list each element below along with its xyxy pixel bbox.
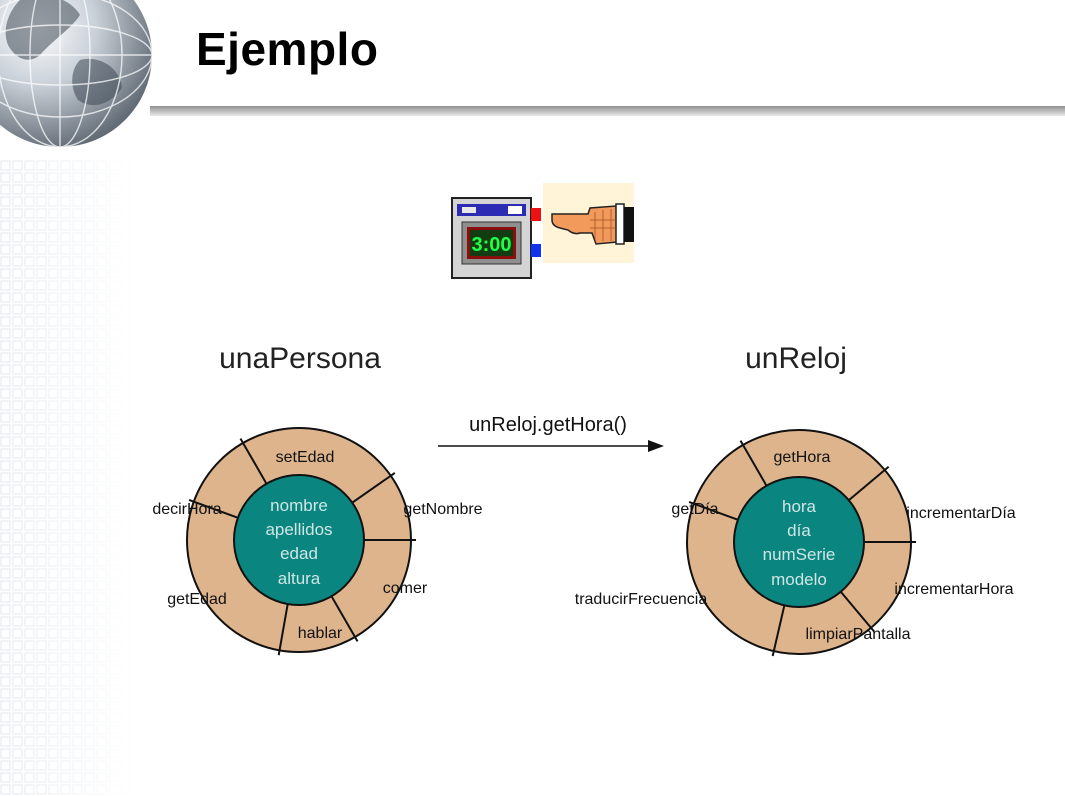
method-divider bbox=[688, 501, 741, 522]
attribute-label: edad bbox=[280, 544, 318, 563]
object-name-unaPersona: unaPersona bbox=[219, 342, 381, 375]
method-label: getNombre bbox=[403, 501, 482, 518]
attribute-label: altura bbox=[278, 569, 321, 588]
method-label: decirHora bbox=[152, 501, 221, 518]
method-divider bbox=[838, 589, 875, 633]
method-divider bbox=[771, 603, 786, 657]
attribute-label: modelo bbox=[771, 570, 827, 589]
method-divider bbox=[239, 438, 269, 486]
method-divider bbox=[846, 466, 890, 503]
method-label: getHora bbox=[774, 449, 831, 466]
method-divider bbox=[350, 472, 396, 505]
attribute-label: nombre bbox=[270, 496, 328, 515]
method-divider bbox=[277, 601, 290, 656]
pointing-hand-icon bbox=[543, 183, 634, 263]
method-label: limpiarPantalla bbox=[806, 626, 911, 643]
object-diagram-unReloj: hora día numSerie modelo getHora incrementarD… bbox=[575, 429, 1016, 657]
title-underline-bar bbox=[150, 106, 1065, 116]
slide-title: Ejemplo bbox=[196, 23, 379, 75]
method-divider bbox=[329, 594, 359, 642]
globe-icon bbox=[0, 0, 153, 148]
grid-decoration bbox=[0, 160, 135, 796]
method-label: incrementarHora bbox=[894, 581, 1013, 598]
clock-time-label: 3:00 bbox=[471, 234, 511, 256]
method-label: incrementarDía bbox=[906, 505, 1015, 522]
method-divider bbox=[739, 440, 769, 488]
object-name-unReloj: unReloj bbox=[745, 342, 847, 375]
attribute-label: hora bbox=[782, 497, 817, 516]
attribute-label: numSerie bbox=[763, 545, 836, 564]
message-label: unReloj.getHora() bbox=[469, 414, 627, 436]
digital-clock-icon: 3:00 bbox=[451, 197, 541, 279]
message-arrow bbox=[438, 440, 664, 452]
method-label: hablar bbox=[298, 625, 343, 642]
object-diagram-unaPersona: nombre apellidos edad altura setEdad getNombr… bbox=[152, 427, 483, 656]
attribute-label: apellidos bbox=[265, 520, 332, 539]
attribute-core bbox=[233, 474, 365, 606]
method-label: traducirFrecuencia bbox=[575, 591, 708, 608]
method-label: setEdad bbox=[276, 449, 335, 466]
attribute-label: día bbox=[787, 521, 811, 540]
method-label: getEdad bbox=[167, 591, 227, 608]
attribute-core bbox=[733, 476, 865, 608]
method-label: comer bbox=[383, 580, 428, 597]
method-divider bbox=[188, 499, 241, 520]
method-label: getDía bbox=[671, 501, 718, 518]
